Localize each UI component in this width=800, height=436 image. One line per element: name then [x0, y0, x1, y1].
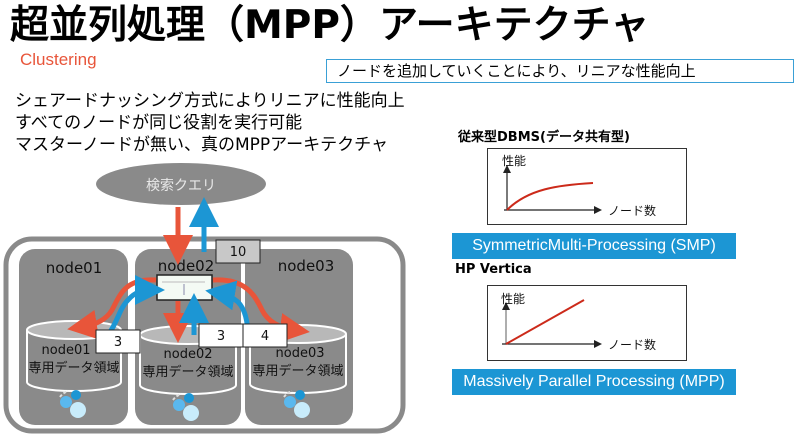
smp-banner: SymmetricMulti-Processing (SMP) — [452, 233, 736, 259]
x-axis-label: ノード数 — [608, 203, 656, 218]
mpp-chart-svg: 性能 ノード数 — [501, 292, 656, 352]
return-arrow — [107, 275, 165, 334]
storage-name: node02 — [164, 347, 213, 362]
mpp-line — [505, 299, 585, 345]
smp-heading: 従来型DBMS(データ共有型) — [458, 130, 630, 145]
svg-text:4: 4 — [261, 329, 269, 344]
smp-chart-svg: 性能 ノード数 — [502, 154, 656, 218]
x-axis-label: ノード数 — [608, 337, 656, 352]
svg-text:10: 10 — [230, 245, 247, 260]
bullet-item: すべてのノードが同じ役割を実行可能 — [15, 113, 303, 133]
storage-name: node03 — [276, 346, 325, 361]
x-axis-arrowhead — [594, 206, 602, 214]
cluster-diagram: 検索クエリ node01 node02 node03 node01 専用データ領… — [3, 163, 406, 434]
node-label: node02 — [158, 257, 215, 275]
query-node: 検索クエリ — [96, 163, 266, 205]
page-title: 超並列処理（MPP）アーキテクチャ — [10, 3, 650, 48]
mpp-chart: 性能 ノード数 — [487, 285, 687, 361]
gear-icon — [172, 393, 199, 421]
mpp-heading: HP Vertica — [455, 262, 532, 277]
storage-name: node01 — [42, 343, 91, 358]
query-label: 検索クエリ — [146, 177, 216, 194]
result-box: 3 — [198, 323, 244, 348]
svg-text:3: 3 — [114, 335, 122, 350]
x-axis-arrowhead — [594, 340, 602, 348]
result-box-total: 10 — [215, 239, 261, 264]
subtitle: Clustering — [20, 50, 97, 69]
gear-icon — [283, 390, 310, 418]
bullet-item: マスターノードが無い、真のMPPアーキテクチャ — [15, 135, 388, 155]
y-axis-arrowhead — [503, 165, 511, 173]
storage-label: 専用データ領域 — [28, 360, 119, 376]
result-box: 4 — [242, 323, 288, 348]
node-label: node01 — [46, 259, 103, 277]
storage-label: 専用データ領域 — [252, 363, 343, 379]
storage-label: 専用データ領域 — [142, 364, 233, 380]
mpp-banner: Massively Parallel Processing (MPP) — [452, 369, 736, 395]
svg-text:3: 3 — [217, 329, 225, 344]
y-axis-label: 性能 — [501, 292, 525, 306]
bullet-item: シェアードナッシング方式によりリニアに性能向上 — [15, 91, 405, 111]
y-axis-arrowhead — [502, 302, 510, 310]
smp-chart: 性能 ノード数 — [487, 148, 687, 225]
node-label: node03 — [278, 257, 335, 275]
callout-box: ノードを追加していくことにより、リニアな性能向上 — [326, 59, 794, 83]
y-axis-label: 性能 — [502, 154, 526, 168]
result-box: 3 — [95, 329, 141, 354]
gear-icon — [59, 390, 86, 418]
smp-curve — [506, 182, 594, 211]
